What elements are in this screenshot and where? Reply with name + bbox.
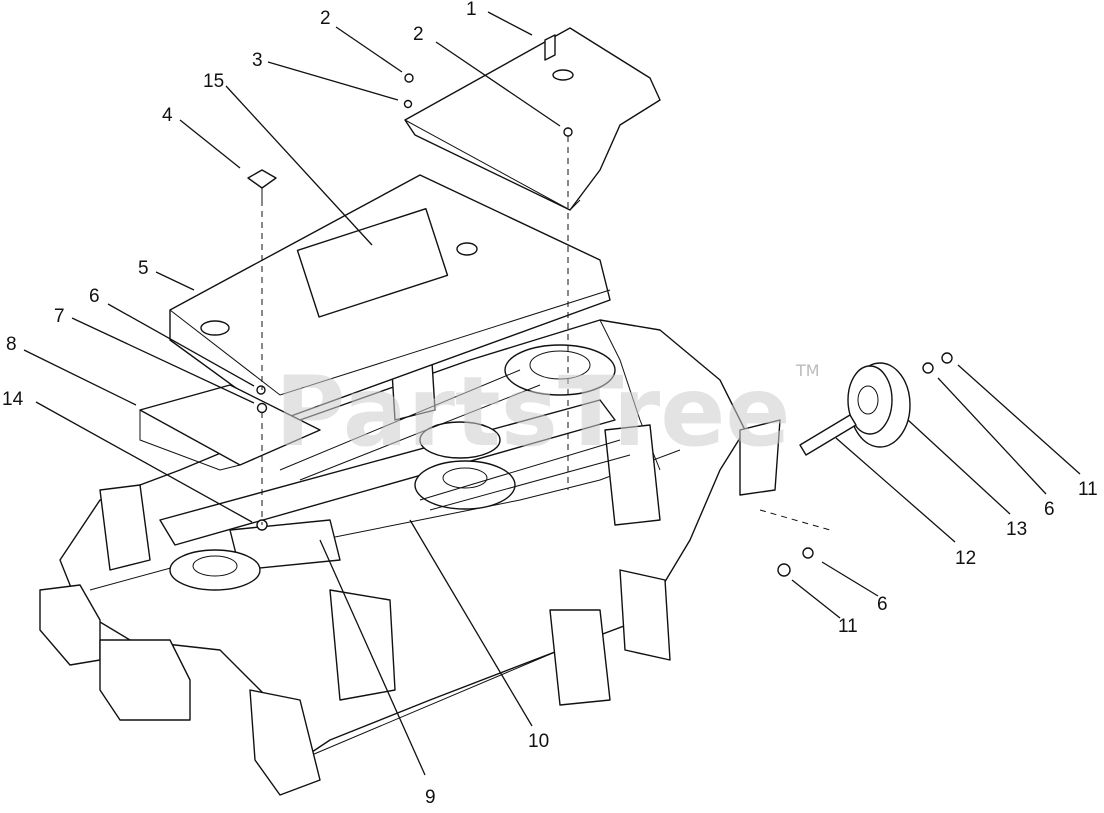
callout-12: 12 [955,548,976,569]
belt-cover [169,174,611,421]
left-cover-plate [139,384,321,471]
callout-5: 5 [138,258,149,279]
watermark-text: PartsTree [275,356,790,468]
callout-6c: 6 [877,594,888,615]
leader-lines [23,11,1081,776]
deck-brackets [39,329,781,796]
callout-3: 3 [252,50,263,71]
top-cover [404,27,661,211]
alignment-lines [261,136,831,531]
callout-6a: 6 [89,286,100,307]
callout-14: 14 [2,389,24,410]
callout-4: 4 [162,105,173,126]
callout-9: 9 [425,787,436,808]
callout-10: 10 [528,731,549,752]
wheel-assembly [777,352,953,577]
callout-2b: 2 [413,24,424,45]
callout-6b: 6 [1044,499,1055,520]
spindle-pulleys [169,344,616,591]
watermark: PartsTree TM [275,356,820,468]
drive-belt [279,369,631,511]
watermark-tm: TM [795,361,820,380]
callout-2a: 2 [320,8,331,29]
callout-15: 15 [203,71,224,92]
callout-1: 1 [466,0,477,20]
callout-11b: 11 [838,616,858,637]
callout-8: 8 [6,334,17,355]
callout-13: 13 [1006,519,1027,540]
callout-11a: 11 [1078,479,1098,500]
callout-7: 7 [54,306,65,327]
frame-bar [159,399,616,571]
